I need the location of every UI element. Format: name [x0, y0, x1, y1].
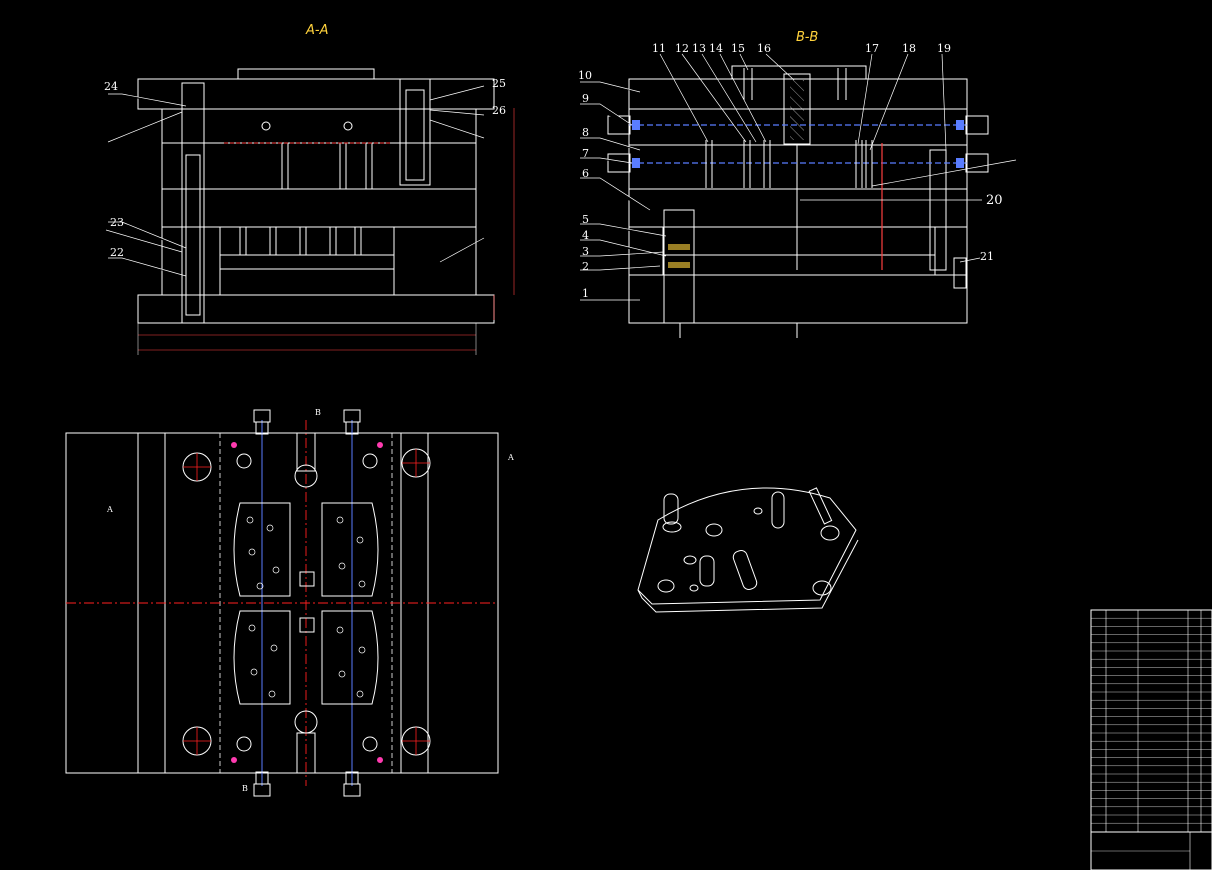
label-20: 20	[986, 193, 1003, 208]
label-14: 14	[709, 42, 723, 55]
label-7: 7	[582, 147, 589, 160]
label-15: 15	[731, 42, 745, 55]
plan-mark-a-right: A	[507, 453, 514, 462]
bill-of-materials-table	[1090, 609, 1212, 870]
label-6: 6	[582, 167, 589, 180]
label-8: 8	[582, 126, 589, 139]
section-bb-view: B-B	[578, 30, 1017, 338]
label-12: 12	[675, 42, 689, 55]
plan-mark-b-bottom: B	[242, 784, 248, 793]
label-24: 24	[104, 80, 118, 93]
label-3: 3	[582, 245, 589, 258]
label-2: 2	[582, 260, 589, 273]
label-9: 9	[582, 92, 589, 105]
section-aa-view: A-A	[104, 23, 515, 355]
plan-mark-a-left: A	[106, 505, 113, 514]
label-13: 13	[692, 42, 706, 55]
label-5: 5	[582, 213, 589, 226]
label-22: 22	[110, 246, 124, 259]
section-aa-title: A-A	[305, 23, 328, 38]
plan-mark-b-top: B	[315, 408, 321, 417]
plan-view: B B A A	[65, 408, 514, 797]
label-18: 18	[902, 42, 916, 55]
label-26: 26	[492, 104, 506, 117]
label-17: 17	[865, 42, 879, 55]
label-10: 10	[578, 69, 592, 82]
label-4: 4	[582, 229, 589, 242]
isometric-part-view	[637, 487, 859, 613]
label-21: 21	[980, 250, 994, 263]
section-bb-title: B-B	[796, 30, 818, 45]
label-1: 1	[582, 287, 589, 300]
label-16: 16	[757, 42, 771, 55]
label-23: 23	[110, 216, 124, 229]
label-11: 11	[652, 42, 666, 55]
label-25: 25	[492, 77, 506, 90]
label-19: 19	[937, 42, 951, 55]
